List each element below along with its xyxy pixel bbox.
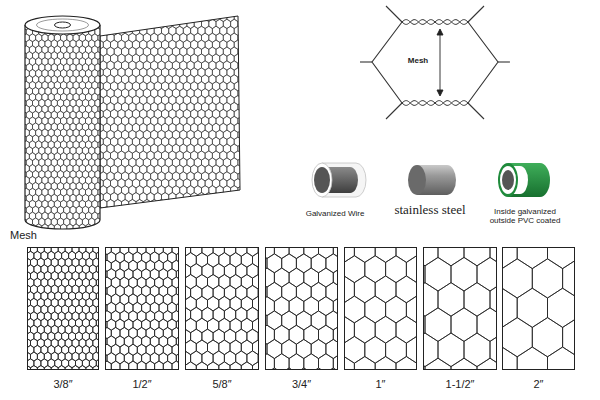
twisted-wire [402, 20, 468, 25]
dimension-arrow [437, 29, 443, 96]
wire-type-label: Galvanized Wire [306, 209, 365, 218]
mesh-panel: 3/8″ [27, 247, 99, 370]
section-heading: Mesh [10, 229, 37, 242]
roll-mesh-texture [11, 10, 114, 244]
mesh-size-label: 3/4″ [292, 378, 311, 390]
mesh-panel: 1/2″ [105, 247, 179, 370]
twisted-wire [402, 101, 468, 106]
mesh-pattern [423, 247, 497, 370]
sheet-mesh-texture [85, 5, 252, 222]
mesh-panel: 3/4″ [265, 247, 338, 370]
mesh-pattern [265, 247, 338, 370]
wire-type-label: stainless steel [394, 203, 465, 218]
mesh-panel: 1″ [344, 247, 417, 370]
mesh-size-label: 1/2″ [132, 378, 151, 390]
mesh-pattern [105, 247, 179, 370]
mesh-pattern [27, 247, 99, 370]
wire-type-label: Inside galvanized outside PVC coated [483, 207, 567, 225]
mesh-size-label: 5/8″ [212, 378, 231, 390]
pvc-coated-wire-icon [498, 163, 550, 197]
mesh-panel: 1-1/2″ [423, 247, 497, 370]
mesh-panel: 5/8″ [185, 247, 259, 370]
mesh-pattern [344, 247, 417, 370]
mesh-size-label: 1″ [375, 378, 385, 390]
mesh-pattern [185, 247, 259, 370]
mesh-panel: 2″ [502, 247, 575, 370]
twisted-wire [402, 20, 468, 25]
galvanized-wire-icon [312, 163, 366, 197]
mesh-detail [360, 6, 510, 119]
dimension-label: Mesh [408, 56, 428, 65]
mesh-pattern [502, 247, 575, 370]
mesh-sheet [85, 5, 252, 222]
twisted-wire [402, 101, 468, 106]
mesh-size-label: 3/8″ [53, 378, 72, 390]
mesh-size-label: 2″ [533, 378, 543, 390]
mesh-roll [11, 10, 114, 244]
mesh-size-label: 1-1/2″ [446, 378, 475, 390]
stainless-steel-icon [408, 165, 456, 195]
